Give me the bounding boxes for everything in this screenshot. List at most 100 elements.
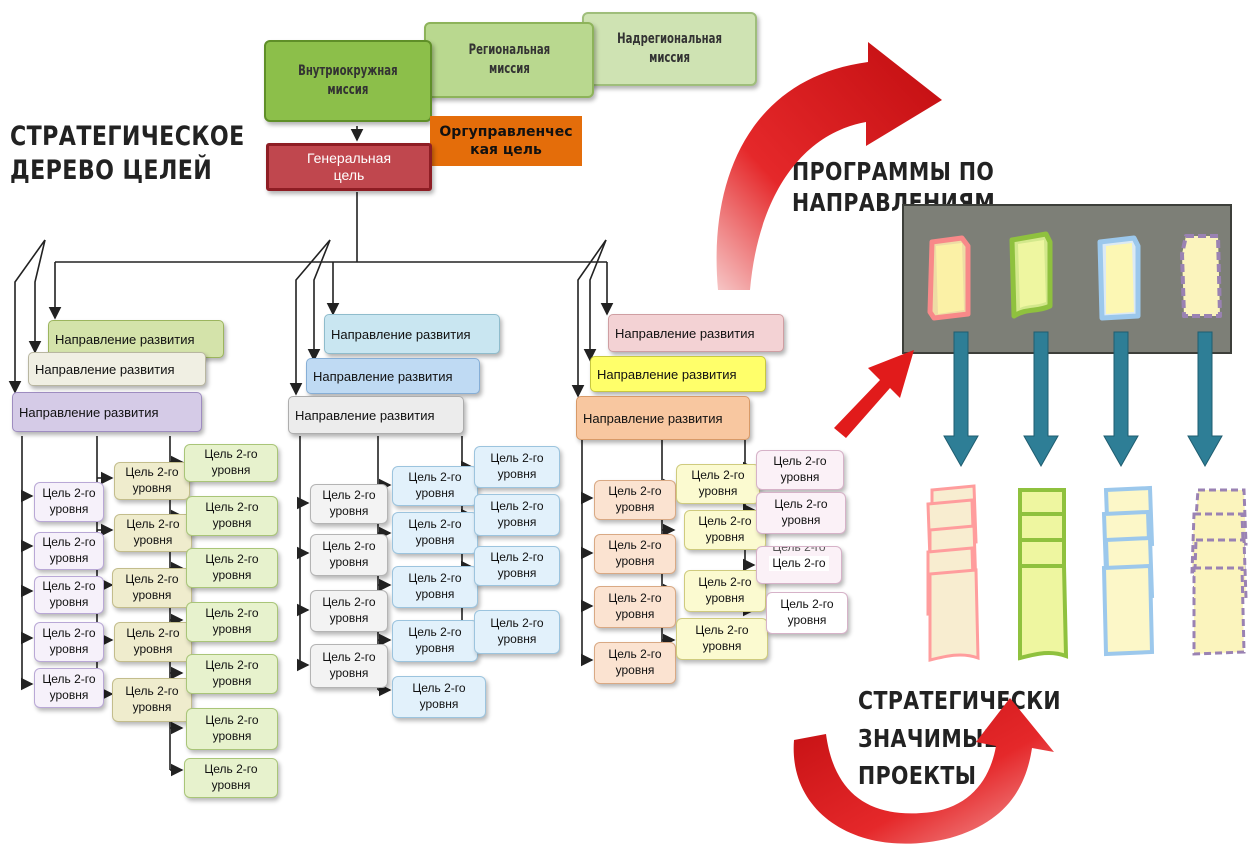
goal-line1: Цель 2-го xyxy=(412,681,466,696)
goal-line2: уровня xyxy=(329,666,369,680)
goal-line2: уровня xyxy=(211,463,251,477)
document-blue-icon xyxy=(1097,235,1141,321)
goal-line1: Цель 2-го xyxy=(780,597,834,612)
goal-line1: Цель 2-го xyxy=(42,672,96,687)
goal-line2: уровня xyxy=(329,611,369,625)
goal-line1: Цель 2-го xyxy=(126,517,180,532)
goal-line2: уровня xyxy=(415,587,455,601)
goal-line1: Цель 2-го xyxy=(322,539,376,554)
goal-line1: Цель 2-го xyxy=(608,647,662,662)
goal-line1: Цель 2-го xyxy=(698,514,752,529)
goal-line1: Цель 2-го xyxy=(126,626,180,641)
direction-right-2: Направление развития xyxy=(590,356,766,392)
direction-right-3: Направление развития xyxy=(576,396,750,440)
direction-left-3: Направление развития xyxy=(12,392,202,432)
regional-mission-line2: миссия xyxy=(488,61,530,77)
goal-line2: уровня xyxy=(705,591,745,605)
goal-line1: Цель 2-го xyxy=(695,623,749,638)
goal-line1: Цель 2-го xyxy=(125,465,179,480)
intra-mission-line2: миссия xyxy=(327,82,369,98)
intra-district-mission: Внутриокружная миссия xyxy=(264,40,432,122)
goal-line2: уровня xyxy=(132,700,172,714)
goal-line2: уровня xyxy=(49,595,89,609)
goal-line2: уровня xyxy=(212,674,252,688)
goal-line1: Цель 2-го xyxy=(490,550,544,565)
org-goal-line2: кая цель xyxy=(470,142,542,158)
goal-line2: уровня xyxy=(497,632,537,646)
document-dashed-icon xyxy=(1180,234,1222,318)
direction-left-2: Направление развития xyxy=(28,352,206,386)
project-stack-pink-icon xyxy=(926,484,980,662)
goal-line2: уровня xyxy=(615,663,655,677)
goal-line1: Цель 2-го xyxy=(204,762,258,777)
document-pink-icon xyxy=(927,235,971,321)
goal-line1: Цель 2-го xyxy=(608,484,662,499)
goal-line2: уровня xyxy=(780,470,820,484)
goal-line1: Цель 2-го xyxy=(408,470,462,485)
tree-title: СТРАТЕГИЧЕСКОЕ ДЕРЕВО ЦЕЛЕЙ xyxy=(10,120,245,188)
goal-line2: уровня xyxy=(49,642,89,656)
intra-mission-line1: Внутриокружная xyxy=(298,63,398,80)
goal-line2: уровня xyxy=(132,588,172,602)
projects-heading: СТРАТЕГИЧЕСКИ ЗНАЧИМЫЕ ПРОЕКТЫ xyxy=(858,682,1184,795)
red-curved-arrow-top xyxy=(716,42,942,290)
goal-line2: уровня xyxy=(497,467,537,481)
goal-line1: Цель 2-го xyxy=(774,497,828,512)
org-goal-line1: Оргуправленчес xyxy=(439,123,573,140)
red-curved-arrow-bottom xyxy=(793,698,1054,844)
goal-line2: уровня xyxy=(705,530,745,544)
goal-line2: уровня xyxy=(415,533,455,547)
goal-line1: Цель 2-го xyxy=(322,595,376,610)
goal-line2: уровня xyxy=(415,641,455,655)
direction-right-1: Направление развития xyxy=(608,314,784,352)
tree-title-line1: СТРАТЕГИЧЕСКОЕ xyxy=(10,121,245,152)
direction-middle-3: Направление развития xyxy=(288,396,464,434)
goal-line2: уровня xyxy=(133,533,173,547)
goal-line2: уровня xyxy=(329,504,369,518)
goal-line1: Цель 2-го xyxy=(205,500,259,515)
goal-line2: уровня xyxy=(497,566,537,580)
goal-line2: уровня xyxy=(49,551,89,565)
direction-middle-1: Направление развития xyxy=(324,314,500,354)
goal-line1: Цель 2-го xyxy=(205,713,259,728)
goal-line1: Цель 2-го xyxy=(42,626,96,641)
general-goal-line2: цель xyxy=(333,167,365,183)
goal-line1: Цель 2-го xyxy=(205,606,259,621)
goal-partial-top: Цель 2-го xyxy=(772,546,826,554)
regional-mission-line1: Региональная xyxy=(468,42,550,59)
goal-line2: уровня xyxy=(497,515,537,529)
projects-heading-line1: СТРАТЕГИЧЕСКИ ЗНАЧИМЫЕ xyxy=(858,686,1061,753)
goal-line2: уровня xyxy=(419,697,459,711)
goal-line1: Цель 2-го xyxy=(490,451,544,466)
goal-line1: Цель 2-го xyxy=(490,616,544,631)
goal-partial-bottom: Цель 2-го xyxy=(769,555,829,572)
